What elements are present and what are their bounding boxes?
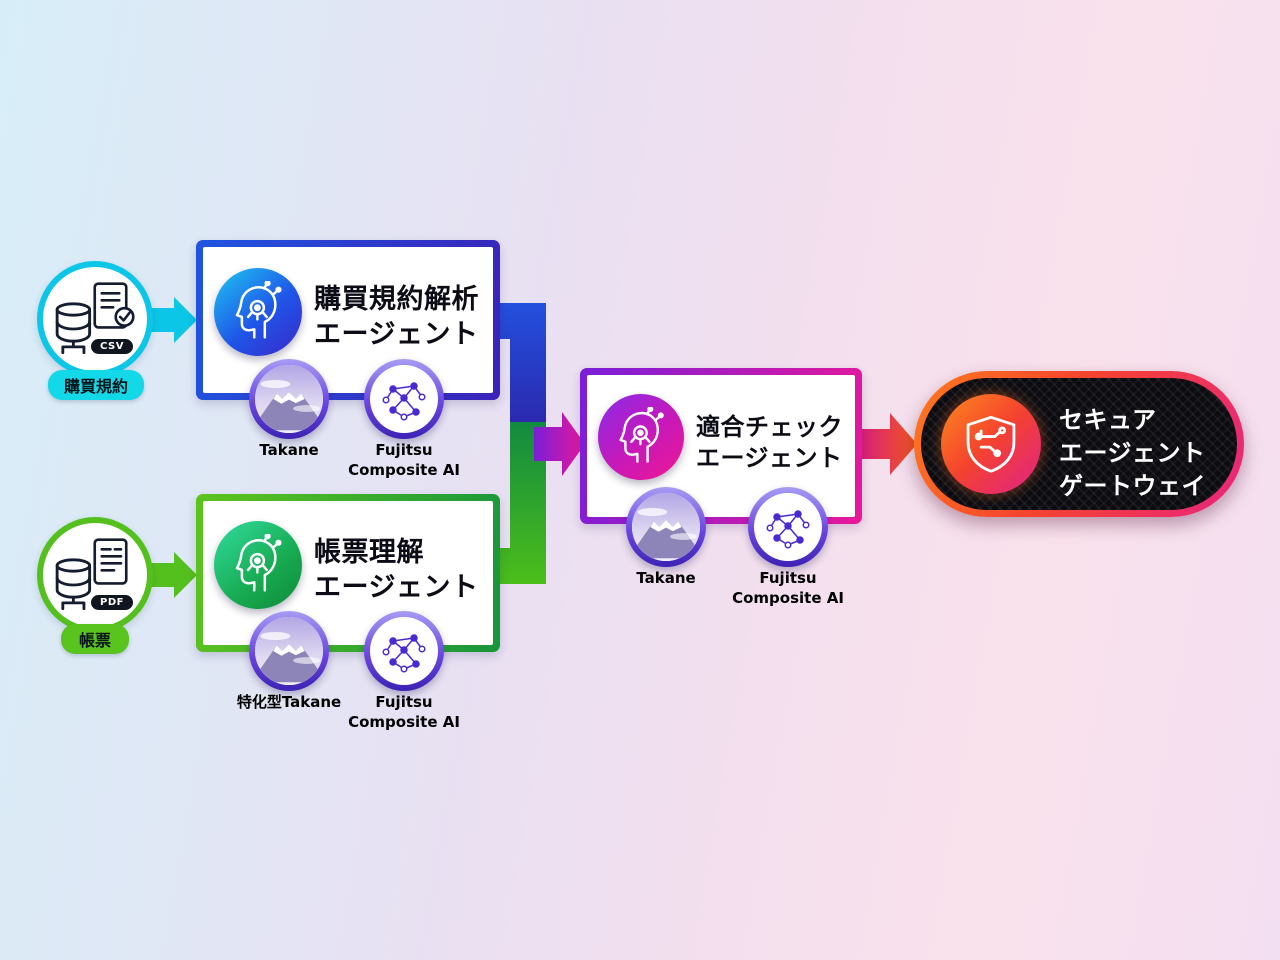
composite-ai-label: Fujitsu Composite AI [348, 693, 460, 731]
composite-ai-model-circle [364, 359, 444, 439]
connector-green-elbow [498, 422, 546, 584]
specialized-takane-label: 特化型Takane [236, 693, 342, 711]
agent-box-compliance-check: 適合チェック エージェント [580, 368, 862, 524]
network-composite-ai-icon [382, 382, 426, 421]
ai-agent-head-icon [214, 268, 302, 356]
input-label-purchase-rules: 購買規約 [48, 370, 144, 400]
agent-title-compliance-check: 適合チェック エージェント [696, 413, 843, 473]
arrow-csv-to-agent [150, 297, 197, 343]
ai-agent-head-icon [598, 394, 684, 480]
composite-ai-model-circle [364, 611, 444, 691]
takane-fuji-image [255, 365, 323, 433]
database-icon [55, 558, 92, 610]
network-composite-ai-icon [766, 510, 810, 549]
csv-badge: CSV [91, 339, 133, 354]
network-composite-ai-icon [382, 634, 426, 673]
input-label-forms: 帳票 [61, 624, 129, 654]
composite-ai-label: Fujitsu Composite AI [348, 441, 460, 479]
gateway-title: セキュア エージェント ゲートウェイ [1059, 406, 1206, 501]
ai-agent-head-icon [214, 521, 302, 609]
agent-box-form-understanding: 帳票理解 エージェント [196, 494, 500, 652]
pdf-badge: PDF [91, 595, 133, 610]
shield-circuit-icon [941, 394, 1041, 494]
input-node-purchase-rules: CSV [37, 261, 153, 377]
gateway-surface: セキュア エージェント ゲートウェイ [921, 378, 1237, 510]
document-csv-icon [93, 282, 135, 329]
secure-agent-gateway: セキュア エージェント ゲートウェイ [914, 371, 1244, 517]
takane-model-circle [249, 359, 329, 439]
arrow-pdf-to-agent [150, 552, 197, 598]
takane-fuji-image [255, 617, 323, 685]
takane-label: Takane [636, 569, 696, 587]
takane-fuji-image [632, 493, 700, 561]
takane-model-circle [249, 611, 329, 691]
agent-title-form-understanding: 帳票理解 エージェント [314, 537, 479, 604]
takane-label: Takane [259, 441, 319, 459]
agent-title-purchase-analysis: 購買規約解析 エージェント [314, 284, 479, 351]
database-icon [55, 302, 92, 354]
arrow-to-compliance-agent [534, 412, 585, 476]
document-pdf-icon [93, 538, 128, 585]
agent-box-purchase-analysis: 購買規約解析 エージェント [196, 240, 500, 400]
arrow-to-gateway [860, 413, 917, 475]
composite-ai-model-circle [748, 487, 828, 567]
input-node-forms: PDF [37, 517, 153, 633]
composite-ai-label: Fujitsu Composite AI [732, 569, 844, 607]
takane-model-circle [626, 487, 706, 567]
